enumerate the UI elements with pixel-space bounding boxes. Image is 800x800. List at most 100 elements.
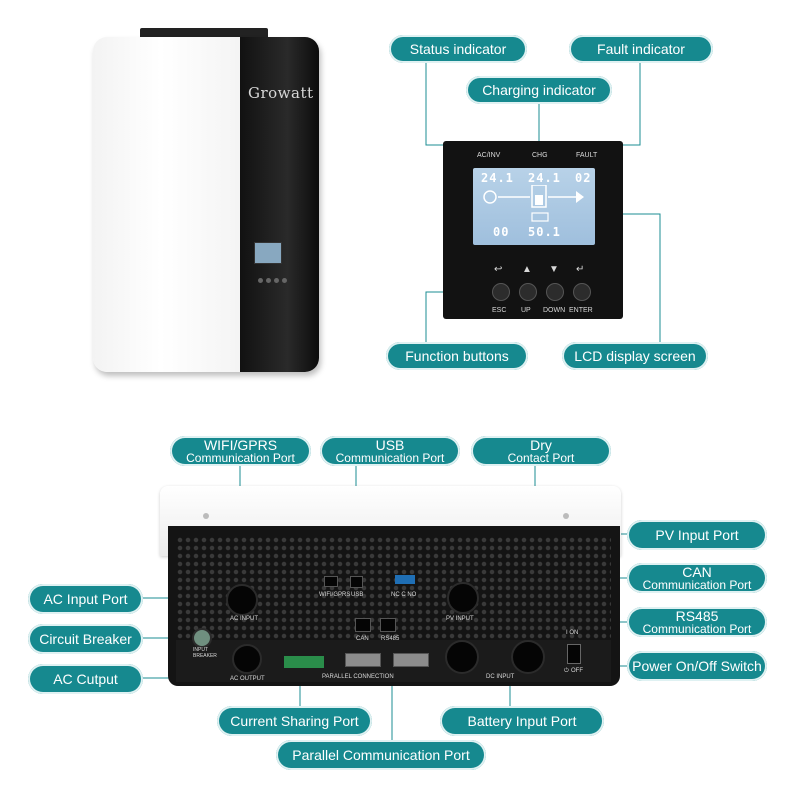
brand-logo: Growatt — [248, 84, 314, 102]
indicator-ac-inv-label: AC/INV — [477, 152, 501, 159]
circuit-breaker[interactable] — [192, 628, 212, 648]
callout-text: Charging indicator — [482, 82, 596, 98]
callout-subtext: Communication Port — [186, 451, 295, 465]
up-arrow-icon: ▲ — [522, 264, 532, 275]
indicator-chg-label: CHG — [532, 152, 548, 159]
dry-contact-port — [395, 575, 415, 584]
callout-text: Fault indicator — [597, 41, 685, 57]
off-label: OFF — [571, 668, 583, 674]
callout-text: Current Sharing Port — [230, 713, 359, 729]
lcd-value-top-left: 24.1 — [481, 171, 514, 185]
enter-button[interactable] — [573, 283, 591, 301]
ac-input-port — [226, 584, 258, 616]
brand-text: Growatt — [248, 84, 314, 102]
usb-label: USB — [351, 592, 364, 598]
callout-function-buttons: Function buttons — [386, 342, 528, 370]
callout-can-port: CAN Communication Port — [627, 563, 767, 593]
callout-dry-contact-port: Dry Contact Port — [471, 436, 611, 466]
rs485-port — [380, 618, 396, 632]
callout-subtext: Communication Port — [335, 451, 445, 465]
battery-input-port-positive — [511, 640, 545, 674]
lcd-value-top-mid: 24.1 — [528, 171, 561, 185]
can-port — [355, 618, 371, 632]
screw — [563, 513, 569, 519]
parallel-port-1 — [345, 653, 381, 667]
callout-power-switch: Power On/Off Switch — [627, 651, 767, 681]
up-button[interactable] — [519, 283, 537, 301]
inverter-mini-button — [282, 278, 287, 283]
down-button-label: DOWN — [543, 307, 566, 314]
callout-status-indicator: Status indicator — [389, 35, 527, 63]
power-switch[interactable] — [567, 644, 581, 664]
callout-text: CAN — [682, 564, 712, 580]
inverter-mini-button — [258, 278, 263, 283]
callout-text: PV Input Port — [655, 527, 739, 543]
callout-subtext: Contact Port — [507, 451, 575, 465]
esc-button[interactable] — [492, 283, 510, 301]
callout-usb-port: USB Communication Port — [320, 436, 460, 466]
callout-text: Battery Input Port — [467, 713, 577, 729]
parallel-port-2 — [393, 653, 429, 667]
lcd-value-bottom-left: 00 — [493, 225, 510, 239]
callout-subtext: Communication Port — [642, 578, 752, 592]
inverter-mini-lcd — [254, 242, 282, 264]
down-arrow-icon: ▼ — [549, 264, 559, 275]
callout-subtext: Communication Port — [642, 622, 752, 636]
input-breaker-label: INPUT BREAKER — [193, 647, 217, 659]
dc-input-label: DC INPUT — [486, 674, 515, 680]
pv-input-label: PV INPUT — [446, 616, 474, 622]
callout-fault-indicator: Fault indicator — [569, 35, 713, 63]
pv-input-port — [447, 582, 479, 614]
power-icon: ⏻ — [564, 668, 569, 674]
esc-arrow-icon: ↩ — [494, 264, 503, 275]
callout-battery-input-port: Battery Input Port — [440, 706, 604, 736]
callout-text: RS485 — [675, 608, 719, 624]
callout-lcd-display-screen: LCD display screen — [562, 342, 708, 370]
enter-button-label: ENTER — [569, 307, 593, 314]
inverter-front-panel — [240, 37, 319, 372]
dry-contact-label: NC C NO — [391, 592, 417, 598]
callout-text: AC Input Port — [43, 591, 128, 607]
ac-input-label: AC INPUT — [230, 616, 259, 622]
current-sharing-port — [284, 656, 324, 668]
screw — [203, 513, 209, 519]
esc-button-label: ESC — [492, 307, 507, 314]
lcd-flow-icon — [483, 185, 584, 222]
lcd-value-top-right: 02 — [575, 171, 592, 185]
callout-text: Dry — [530, 437, 552, 453]
lcd-value-bottom-mid: 50.1 — [528, 225, 561, 239]
callout-ac-output: AC Cutput — [28, 664, 143, 694]
inverter-mini-button — [266, 278, 271, 283]
callout-text: LCD display screen — [574, 348, 696, 364]
wifi-port — [324, 576, 338, 587]
callout-text: Parallel Communication Port — [292, 747, 470, 763]
on-label: I ON — [566, 630, 579, 636]
callout-text: Circuit Breaker — [39, 631, 132, 647]
ac-output-label: AC OUTPUT — [230, 676, 265, 682]
ac-output-port — [232, 644, 262, 674]
callout-charging-indicator: Charging indicator — [466, 76, 612, 104]
callout-pv-input-port: PV Input Port — [627, 520, 767, 550]
callout-parallel-communication-port: Parallel Communication Port — [276, 740, 486, 770]
inverter-mini-button — [274, 278, 279, 283]
down-button[interactable] — [546, 283, 564, 301]
usb-port — [350, 576, 363, 588]
callout-wifi-gprs-port: WIFI/GPRS Communication Port — [170, 436, 311, 466]
callout-text: Status indicator — [409, 41, 507, 57]
callout-current-sharing-port: Current Sharing Port — [217, 706, 372, 736]
callout-circuit-breaker: Circuit Breaker — [28, 624, 143, 654]
indicator-fault-label: FAULT — [576, 152, 598, 159]
callout-text: WIFI/GPRS — [203, 437, 278, 453]
up-button-label: UP — [521, 307, 531, 314]
rs485-label: RS485 — [381, 636, 400, 642]
callout-text: Function buttons — [405, 348, 509, 364]
callout-text: USB — [375, 437, 405, 453]
callout-rs485-port: RS485 Communication Port — [627, 607, 767, 637]
parallel-connection-label: PARALLEL CONNECTION — [322, 674, 394, 680]
can-label: CAN — [356, 636, 369, 642]
wifi-label: WIFI/GPRS — [319, 592, 351, 598]
battery-input-port-negative — [445, 640, 479, 674]
callout-text: Power On/Off Switch — [632, 658, 762, 674]
enter-arrow-icon: ↵ — [576, 264, 585, 275]
callout-ac-input-port: AC Input Port — [28, 584, 143, 614]
